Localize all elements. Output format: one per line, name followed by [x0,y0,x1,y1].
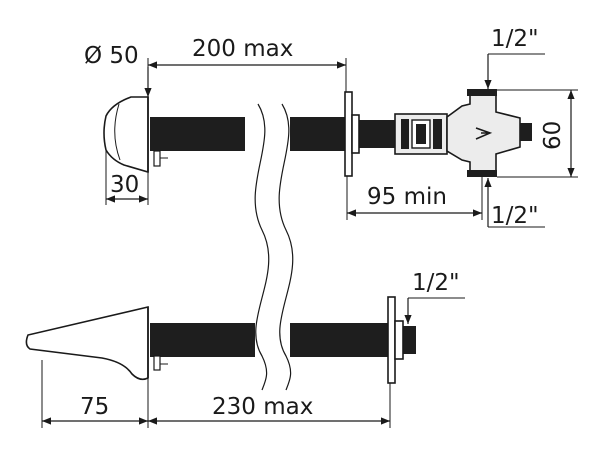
bottom-nut [394,320,404,360]
valve-side-stub [520,123,532,141]
top-pipe-valve-side [357,120,395,148]
bottom-spout [25,305,149,381]
dimensions-bottom: 1/2" 75 230 max [41,270,465,428]
dim-top-length: 200 max [192,36,293,62]
valve-bottom-thread [467,170,497,177]
bottom-assembly [25,296,416,384]
top-assembly [103,89,532,177]
bottom-wall-flange [387,296,396,384]
top-wall-flange [344,91,353,177]
top-pipe-left [150,117,245,151]
dimensions-top: Ø 50 200 max 30 1/2" 60 95 min 1/2" [84,26,578,229]
dim-valve-min-length: 95 min [367,184,447,210]
bottom-spout-pin [153,355,161,371]
top-pipe-right [290,117,347,151]
valve-top-thread [467,89,497,96]
break-lines [254,103,294,391]
bottom-pipe-end [403,326,416,354]
top-spout-pin [153,150,161,167]
top-nut [351,114,360,154]
dim-valve-thread-bottom: 1/2" [491,203,539,229]
dim-valve-height: 60 [540,121,566,150]
top-spout-head [103,96,149,174]
dim-top-diameter: Ø 50 [84,43,139,69]
dim-valve-thread-top: 1/2" [491,26,539,52]
valve-indicator-icon [475,127,493,140]
bottom-pipe-left [150,323,255,357]
dim-top-spout-depth: 30 [110,172,139,198]
dim-bottom-spout-length: 75 [80,394,109,420]
dim-bottom-length: 230 max [212,394,313,420]
bottom-pipe-right [290,323,388,357]
dim-bottom-thread: 1/2" [412,270,460,296]
